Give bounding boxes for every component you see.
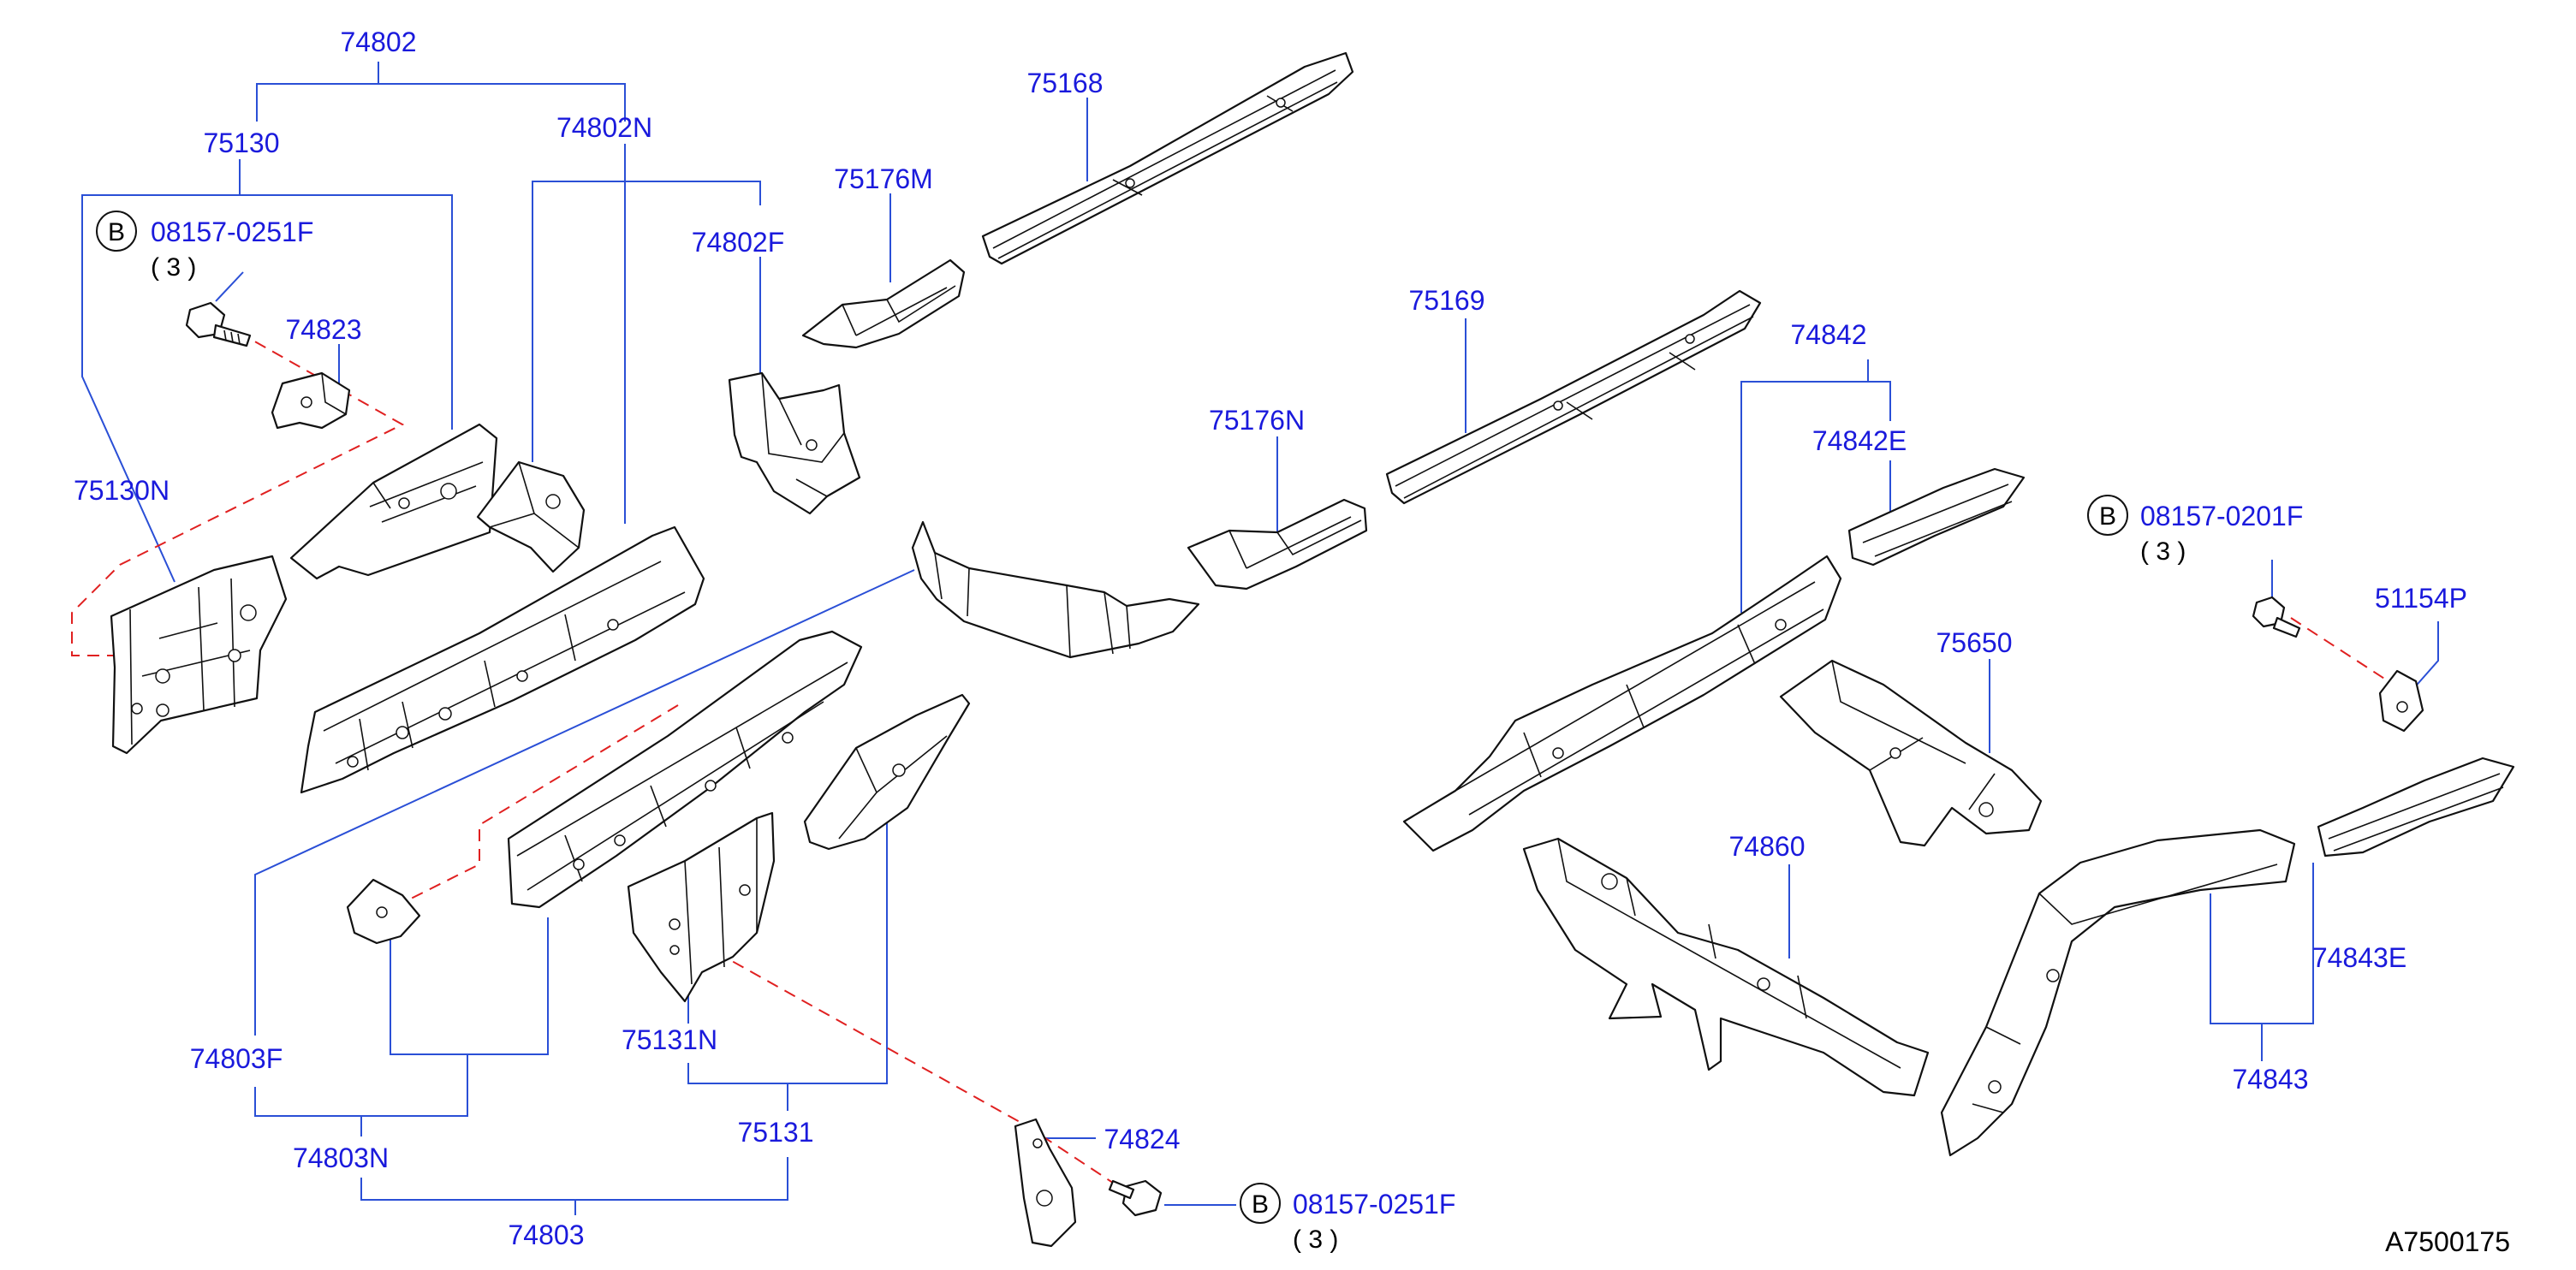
parts-drawings xyxy=(110,51,2515,1248)
label-75131: 75131 xyxy=(738,1117,814,1148)
bolt-08157-0251F-top xyxy=(185,301,252,347)
label-75176N: 75176N xyxy=(1209,405,1305,436)
part-labels: 74802 75130 74802N 75168 75176M 74802F 7… xyxy=(74,27,2510,1257)
label-bolt-bottom: 08157-0251F xyxy=(1293,1189,1455,1220)
part-75169-drawing xyxy=(1385,289,1762,505)
label-74802F: 74802F xyxy=(692,227,785,258)
label-74843: 74843 xyxy=(2233,1064,2309,1095)
badge-b-right: B xyxy=(2087,495,2128,536)
bolt-08157-0251F-bottom xyxy=(1108,1179,1163,1217)
svg-text:B: B xyxy=(2099,502,2116,531)
label-74843E: 74843E xyxy=(2312,942,2406,973)
label-bolt-top: 08157-0251F xyxy=(151,217,313,247)
part-74842-drawing xyxy=(1402,555,1842,852)
part-74802F-drawing xyxy=(728,371,861,515)
part-74860-drawing xyxy=(1522,837,1930,1097)
label-75130N: 75130N xyxy=(74,475,170,506)
label-74842: 74842 xyxy=(1791,319,1867,350)
part-51154P-drawing xyxy=(2378,669,2424,733)
label-74803N: 74803N xyxy=(293,1142,389,1173)
part-75131N-drawing xyxy=(627,811,776,1003)
part-74843E-drawing xyxy=(2317,757,2515,858)
leader-lines xyxy=(81,62,2439,1215)
part-74802-drawing xyxy=(300,525,705,794)
label-74802N: 74802N xyxy=(556,112,652,143)
part-74843-drawing xyxy=(1940,828,2296,1157)
label-74823: 74823 xyxy=(286,314,362,345)
part-75131-drawing xyxy=(803,693,971,851)
label-75130: 75130 xyxy=(204,128,280,158)
svg-text:B: B xyxy=(1252,1190,1269,1219)
label-51154P: 51154P xyxy=(2375,583,2467,614)
qty-bolt-top: ( 3 ) xyxy=(151,253,196,282)
badge-b-top: B xyxy=(96,211,137,252)
part-74842E-drawing xyxy=(1847,467,2026,567)
part-75176N-drawing xyxy=(1187,498,1368,590)
qty-bolt-bottom: ( 3 ) xyxy=(1293,1225,1338,1254)
part-74823-drawing xyxy=(271,371,351,430)
diagram-reference-code: A7500175 xyxy=(2385,1226,2510,1257)
part-74803F-bracket-drawing xyxy=(346,878,421,945)
label-bolt-right: 08157-0201F xyxy=(2140,501,2303,531)
label-74824: 74824 xyxy=(1104,1124,1181,1154)
label-75169: 75169 xyxy=(1409,285,1485,316)
label-74860: 74860 xyxy=(1729,831,1806,862)
label-74802: 74802 xyxy=(341,27,417,57)
part-74824-drawing xyxy=(1014,1118,1077,1248)
part-74803N-drawing xyxy=(507,630,863,909)
label-75131N: 75131N xyxy=(622,1024,717,1055)
svg-text:B: B xyxy=(108,218,125,246)
part-gusset-center-drawing xyxy=(911,520,1200,659)
part-75176M-drawing xyxy=(801,258,966,349)
part-75650-drawing xyxy=(1779,659,2043,847)
qty-bolt-right: ( 3 ) xyxy=(2140,537,2186,566)
label-75650: 75650 xyxy=(1936,627,2013,658)
label-74803F: 74803F xyxy=(190,1043,283,1074)
badge-b-bottom: B xyxy=(1240,1183,1281,1224)
label-75168: 75168 xyxy=(1027,68,1104,98)
part-75130-drawing xyxy=(289,423,498,580)
bolt-08157-0201F xyxy=(2252,596,2301,638)
part-74802N-bracket-drawing xyxy=(476,460,586,573)
label-75176M: 75176M xyxy=(834,163,933,194)
part-75168-drawing xyxy=(981,51,1354,265)
label-74842E: 74842E xyxy=(1812,425,1907,456)
label-74803: 74803 xyxy=(509,1220,585,1250)
part-75130N-drawing xyxy=(110,555,288,755)
